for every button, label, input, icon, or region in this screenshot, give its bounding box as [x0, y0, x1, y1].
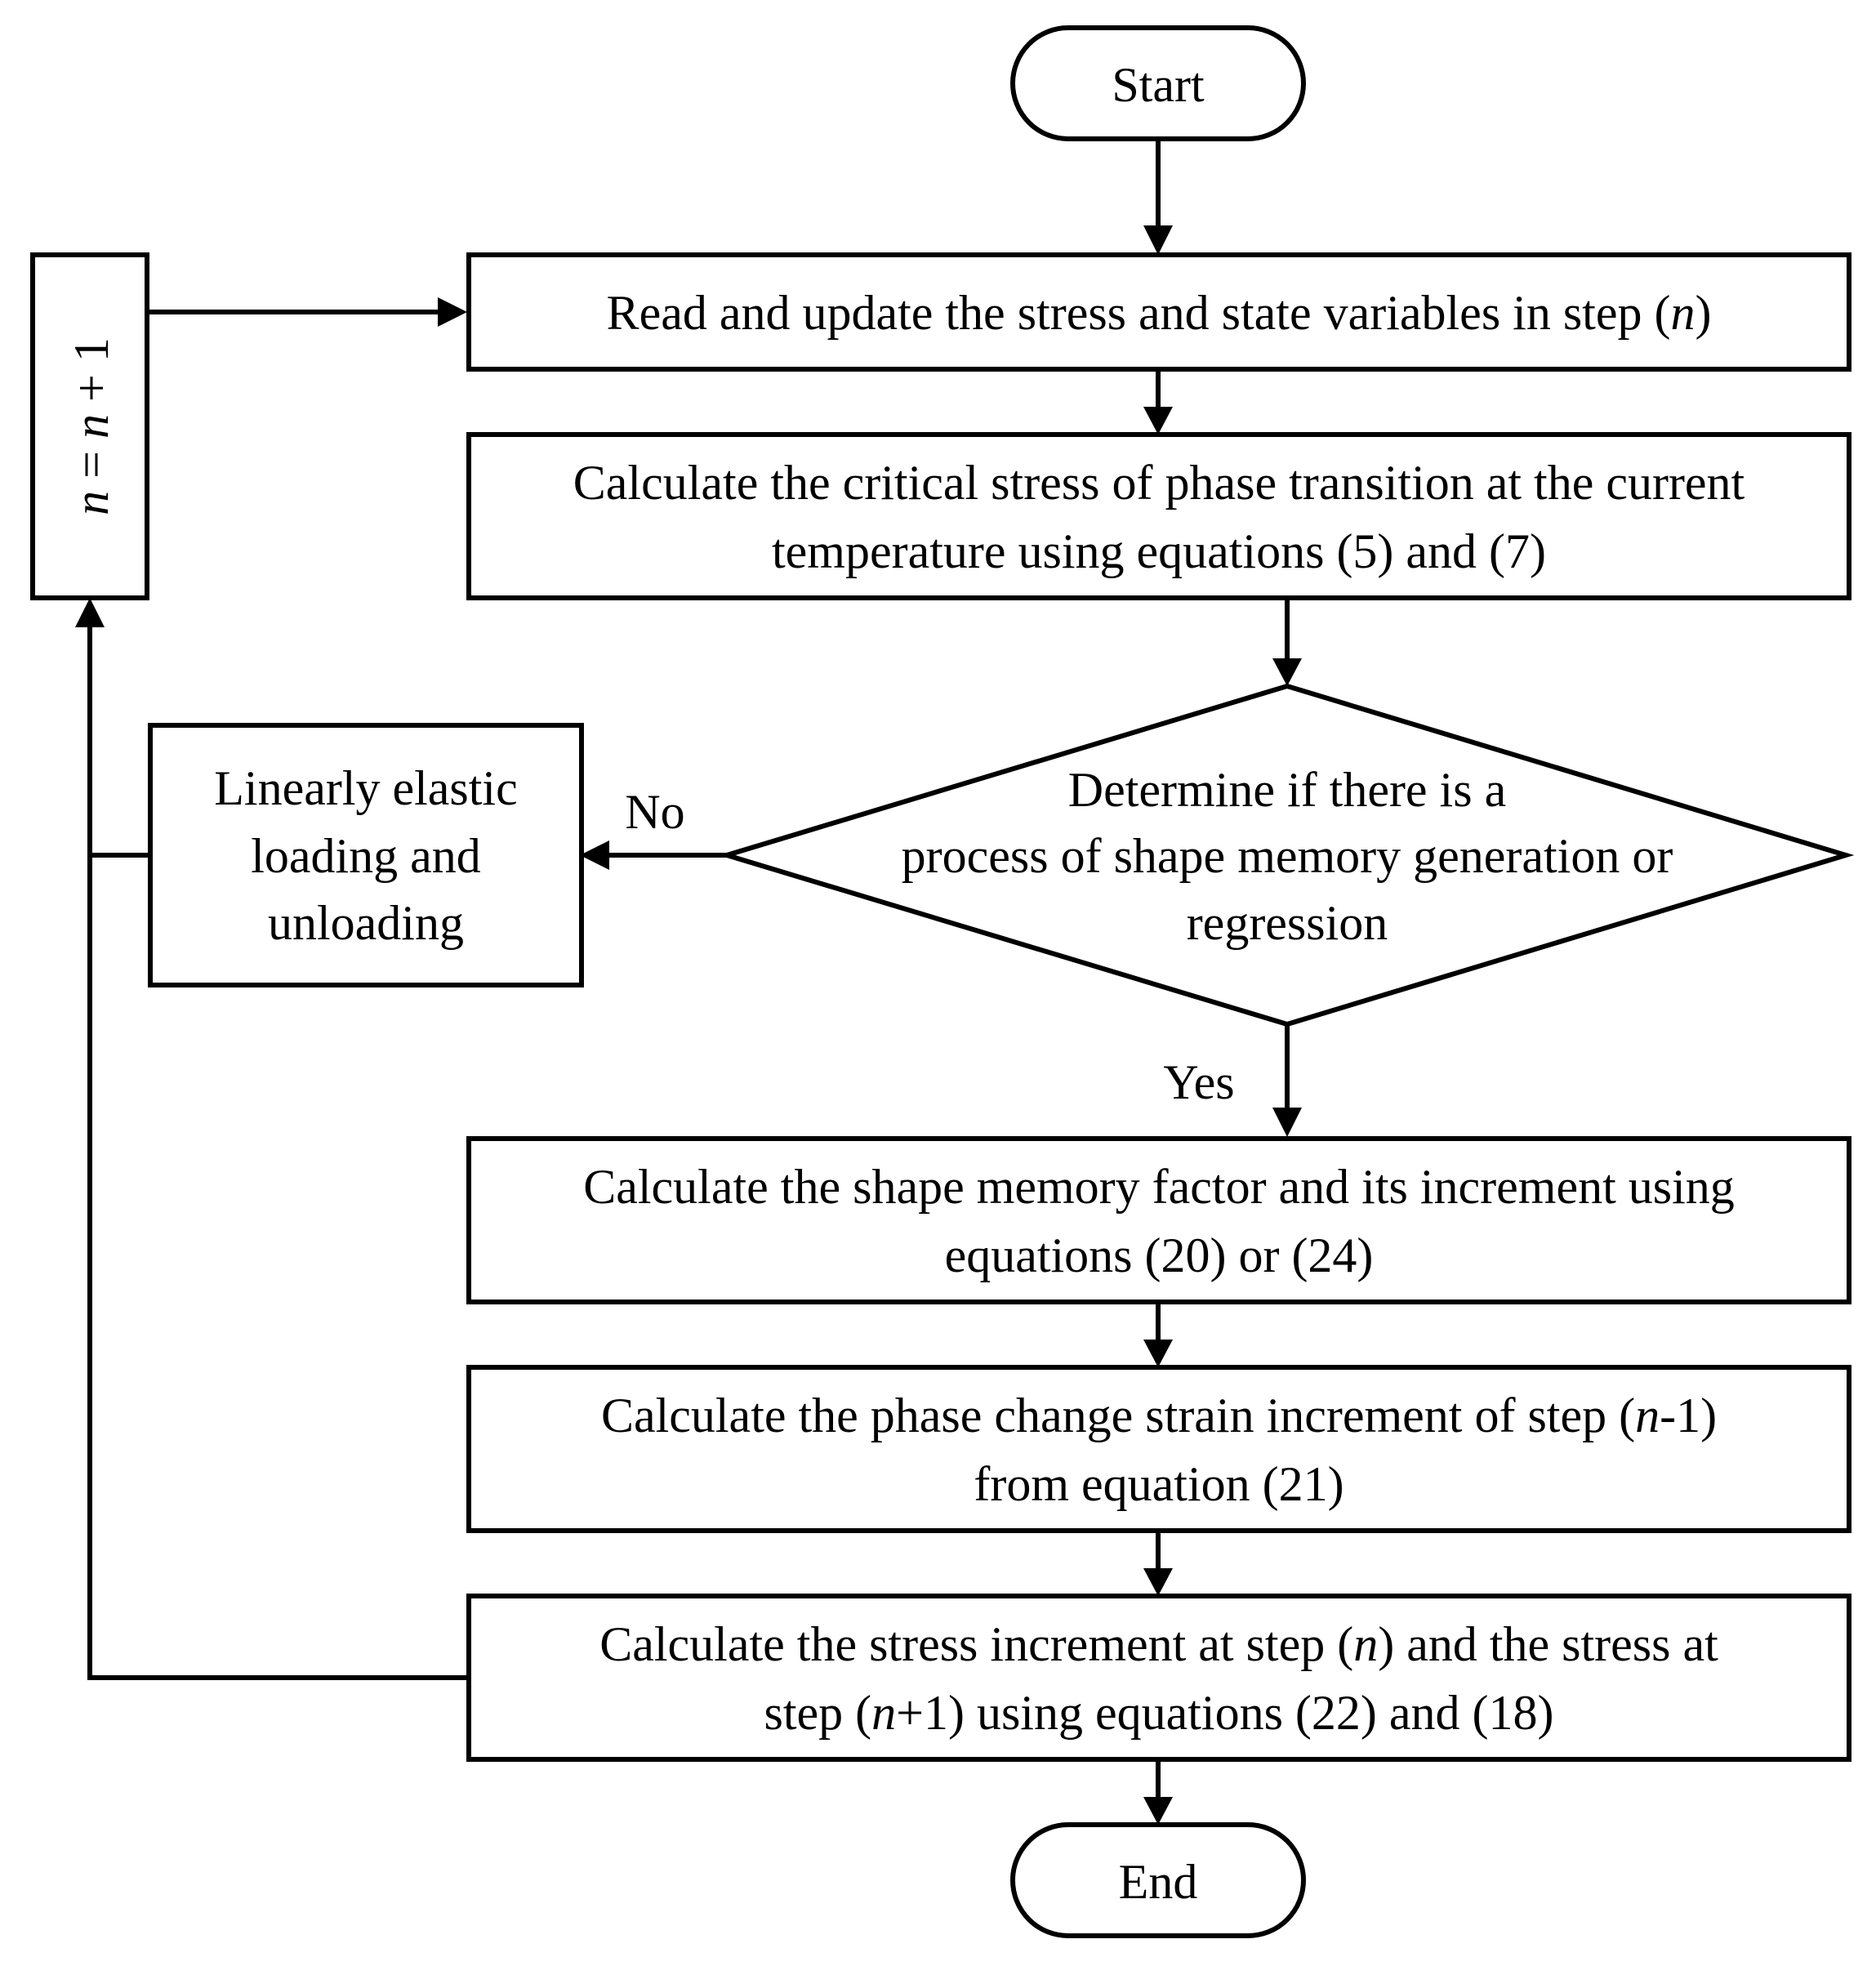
start-label: Start	[1112, 58, 1205, 112]
step-shape-memory-factor-line-1: Calculate the shape memory factor and it…	[583, 1160, 1735, 1214]
step-critical-stress-line-1: Calculate the critical stress of phase t…	[573, 456, 1745, 510]
connector-decision-to-elastic	[580, 840, 727, 870]
step-phase-change-strain-line-2: from equation (21)	[974, 1457, 1344, 1511]
step-stress-increment-line-1: Calculate the stress increment at step (…	[599, 1617, 1718, 1671]
step-phase-change-strain: Calculate the phase change strain increm…	[466, 1365, 1851, 1533]
step-shape-memory-factor-line-2: equations (20) or (24)	[945, 1228, 1374, 1282]
connector-read-to-critical	[1143, 369, 1173, 435]
connector-start-to-read	[1143, 139, 1173, 255]
decision-diamond: Determine if there is a process of shape…	[718, 683, 1855, 1028]
decision-line-3: regression	[1187, 896, 1388, 950]
elastic-line-2: loading and	[251, 829, 481, 883]
step-stress-increment-line-2: step (n+1) using equations (22) and (18)	[764, 1686, 1554, 1740]
step-stress-increment: Calculate the stress increment at step (…	[466, 1594, 1851, 1762]
elastic-loading-box: Linearly elastic loading and unloading	[148, 723, 584, 987]
elastic-line-1: Linearly elastic	[214, 761, 517, 815]
step-critical-stress-line-2: temperature using equations (5) and (7)	[772, 524, 1546, 578]
label-no: No	[625, 785, 684, 839]
counter-label: n = n + 1	[65, 337, 118, 515]
decision-line-1: Determine if there is a	[1068, 763, 1506, 817]
counter-box: n = n + 1	[30, 252, 149, 600]
label-yes: Yes	[1163, 1055, 1234, 1109]
step-critical-stress: Calculate the critical stress of phase t…	[466, 432, 1851, 600]
connector-strain-to-stress	[1143, 1531, 1173, 1596]
end-label: End	[1119, 1855, 1198, 1909]
step-read-update: Read and update the stress and state var…	[466, 252, 1851, 372]
step-shape-memory-factor: Calculate the shape memory factor and it…	[466, 1136, 1851, 1304]
connector-counter-to-read	[147, 297, 467, 327]
connector-stress-to-end	[1143, 1759, 1173, 1825]
end-terminal: End	[1010, 1822, 1306, 1938]
connector-critical-to-decision	[1272, 598, 1302, 686]
elastic-line-3: unloading	[268, 896, 464, 950]
decision-line-2: process of shape memory generation or	[902, 829, 1673, 883]
connector-stress-to-counter	[75, 598, 469, 1680]
connector-factor-to-strain	[1143, 1302, 1173, 1367]
step-read-update-text: Read and update the stress and state var…	[607, 286, 1712, 340]
connector-decision-to-factor	[1272, 1024, 1302, 1137]
start-terminal: Start	[1010, 25, 1306, 141]
step-phase-change-strain-line-1: Calculate the phase change strain increm…	[601, 1389, 1717, 1442]
